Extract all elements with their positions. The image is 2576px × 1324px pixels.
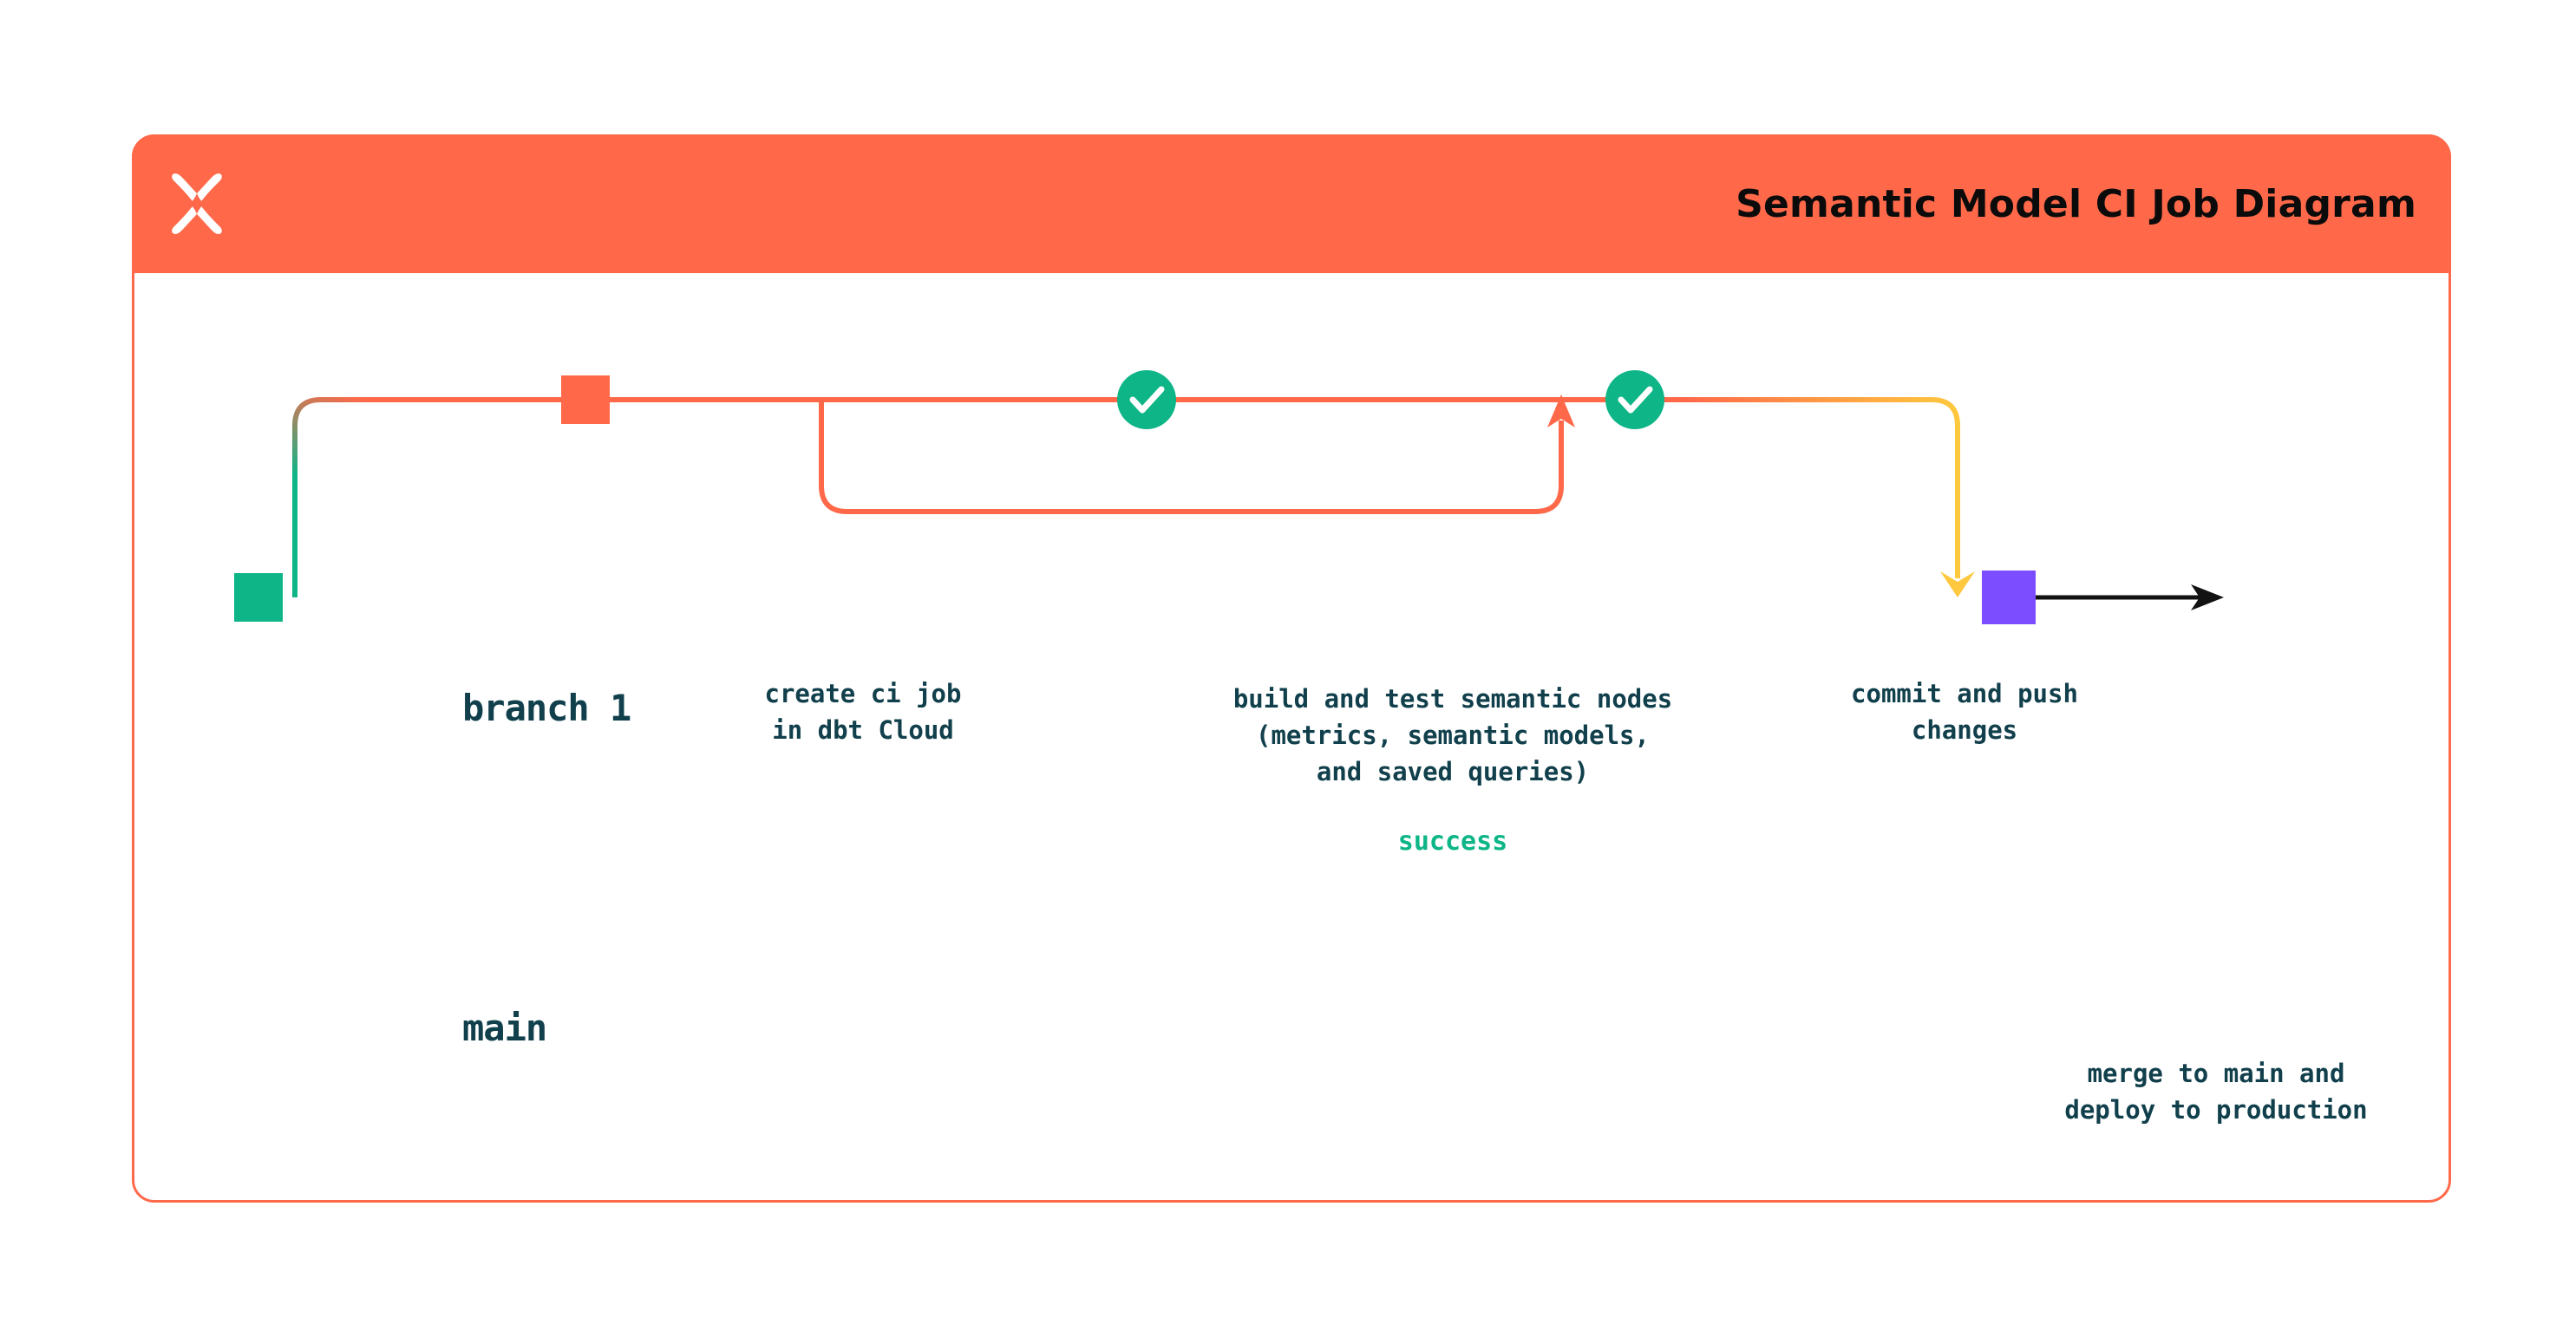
card-header: Semantic Model CI Job Diagram bbox=[132, 134, 2451, 273]
node-caption-build-and-test: build and test semantic nodes (metrics, … bbox=[1232, 684, 1673, 786]
arrowhead-main-continues bbox=[2191, 584, 2224, 610]
node-marker-main-origin[interactable] bbox=[234, 573, 283, 622]
node-caption-commit-and-push: commit and push changes bbox=[1851, 679, 2078, 745]
arrowhead-merge-down bbox=[1940, 571, 1975, 597]
edge-success-loop bbox=[819, 401, 1564, 514]
node-marker-commit-and-push[interactable] bbox=[1605, 370, 1664, 429]
node-caption-merge-to-main: merge to main and deploy to production bbox=[2064, 1059, 2368, 1125]
diagram-card: Semantic Model CI Job Diagram bbox=[132, 134, 2451, 1203]
node-marker-create-ci-job[interactable] bbox=[561, 375, 610, 424]
node-marker-build-and-test[interactable] bbox=[1117, 370, 1176, 429]
arrowhead-success-loop bbox=[1547, 395, 1575, 427]
dbt-x-logo-icon bbox=[172, 173, 222, 234]
diagram-canvas bbox=[132, 273, 2451, 1203]
edge-label-success: success bbox=[1331, 826, 1574, 857]
node-caption-create-ci-job: create ci job in dbt Cloud bbox=[764, 679, 962, 745]
node-marker-merge-to-main[interactable] bbox=[1982, 571, 2036, 624]
edge-branch-spawn bbox=[292, 397, 496, 597]
page-title: Semantic Model CI Job Diagram bbox=[1736, 181, 2416, 226]
lane-label-main: main bbox=[462, 1007, 547, 1049]
lane-label-branch-1: branch 1 bbox=[462, 687, 631, 729]
edge-commit-to-merge bbox=[1684, 397, 1960, 578]
